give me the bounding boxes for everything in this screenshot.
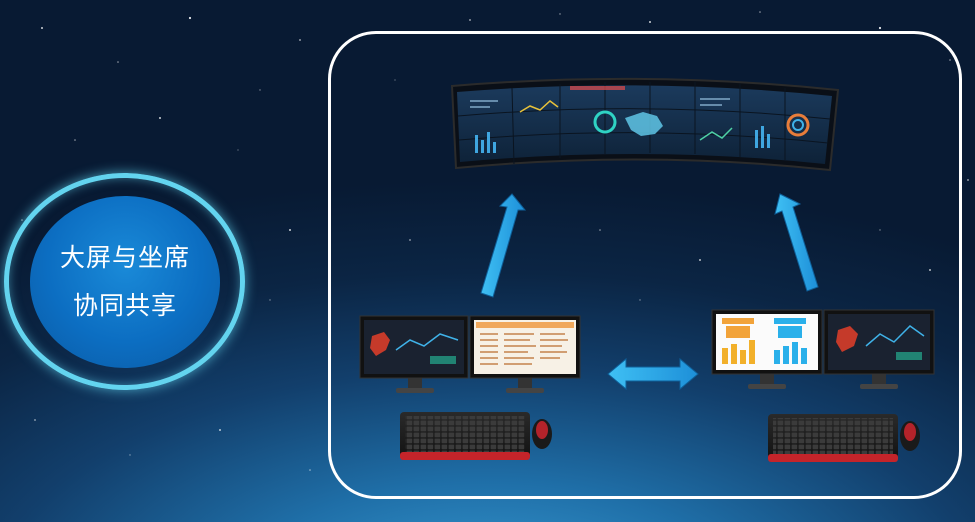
up-arrow-icon-right xyxy=(774,193,819,292)
mouse-icon-left xyxy=(532,419,552,449)
label-circle-ring xyxy=(4,173,245,390)
double-arrow-icon xyxy=(607,357,699,391)
dual-monitor-workstation-icon-right xyxy=(711,309,935,389)
system-panel xyxy=(328,31,962,499)
keyboard-icon-right xyxy=(768,414,898,462)
videowall-screen-icon xyxy=(450,77,840,172)
mouse-icon-right xyxy=(900,421,920,451)
dual-monitor-workstation-icon-left xyxy=(359,315,581,393)
circle-label-line1: 大屏与坐席 xyxy=(59,243,190,272)
label-circle: 大屏与坐席 协同共享 xyxy=(30,196,220,368)
up-arrow-icon-left xyxy=(480,193,527,298)
keyboard-icon-left xyxy=(400,412,530,460)
circle-label-line2: 协同共享 xyxy=(72,291,177,320)
